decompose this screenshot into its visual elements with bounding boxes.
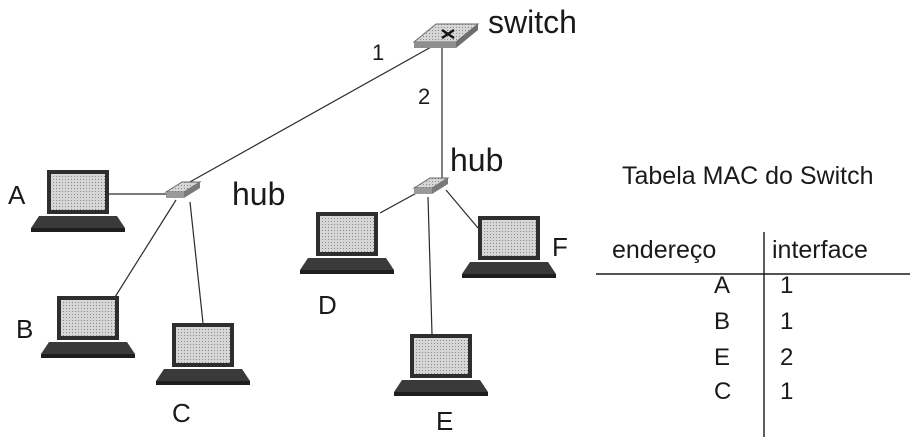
mac-table-cell-interface: 2: [780, 344, 794, 371]
switch-icon: [412, 23, 480, 48]
link-f-hub-right: [445, 189, 479, 229]
host-c-label: C: [172, 398, 191, 428]
switch-label: switch: [488, 4, 577, 40]
hub-right-label: hub: [450, 142, 504, 178]
mac-table-cell-interface: 1: [780, 378, 794, 405]
port-1-label: 1: [372, 40, 385, 65]
host-e-label: E: [436, 406, 454, 436]
host-b-label: B: [16, 314, 34, 344]
laptop-icon: [156, 323, 250, 385]
mac-table-cell-interface: 1: [780, 272, 794, 299]
host-f-label: F: [552, 232, 568, 262]
mac-table-cell-address: A: [714, 272, 731, 299]
hub-icon: [165, 181, 201, 199]
link-switch-hub-left: [187, 41, 441, 184]
mac-table-title: Tabela MAC do Switch: [622, 162, 874, 190]
mac-table-cell-address: B: [714, 308, 731, 335]
laptop-icon: [300, 212, 394, 274]
port-2-label: 2: [418, 84, 431, 109]
laptop-icon: [41, 296, 135, 358]
host-d-label: D: [318, 290, 337, 320]
link-e-hub-right: [427, 196, 433, 335]
mac-table-header-interface: interface: [772, 236, 868, 264]
link-c-hub-left: [189, 201, 204, 324]
hub-icon: [413, 177, 449, 195]
links: [108, 41, 479, 335]
mac-table-cell-address: E: [714, 344, 731, 371]
hub-left-label: hub: [232, 176, 286, 212]
laptop-icon: [31, 170, 125, 232]
mac-table-cell-interface: 1: [780, 308, 794, 335]
laptop-icon: [394, 334, 488, 396]
mac-table-header-address: endereço: [612, 236, 717, 264]
host-a-label: A: [8, 180, 26, 210]
mac-table-lines: [596, 232, 910, 437]
mac-table-cell-address: C: [714, 378, 732, 405]
link-b-hub-left: [114, 199, 177, 298]
